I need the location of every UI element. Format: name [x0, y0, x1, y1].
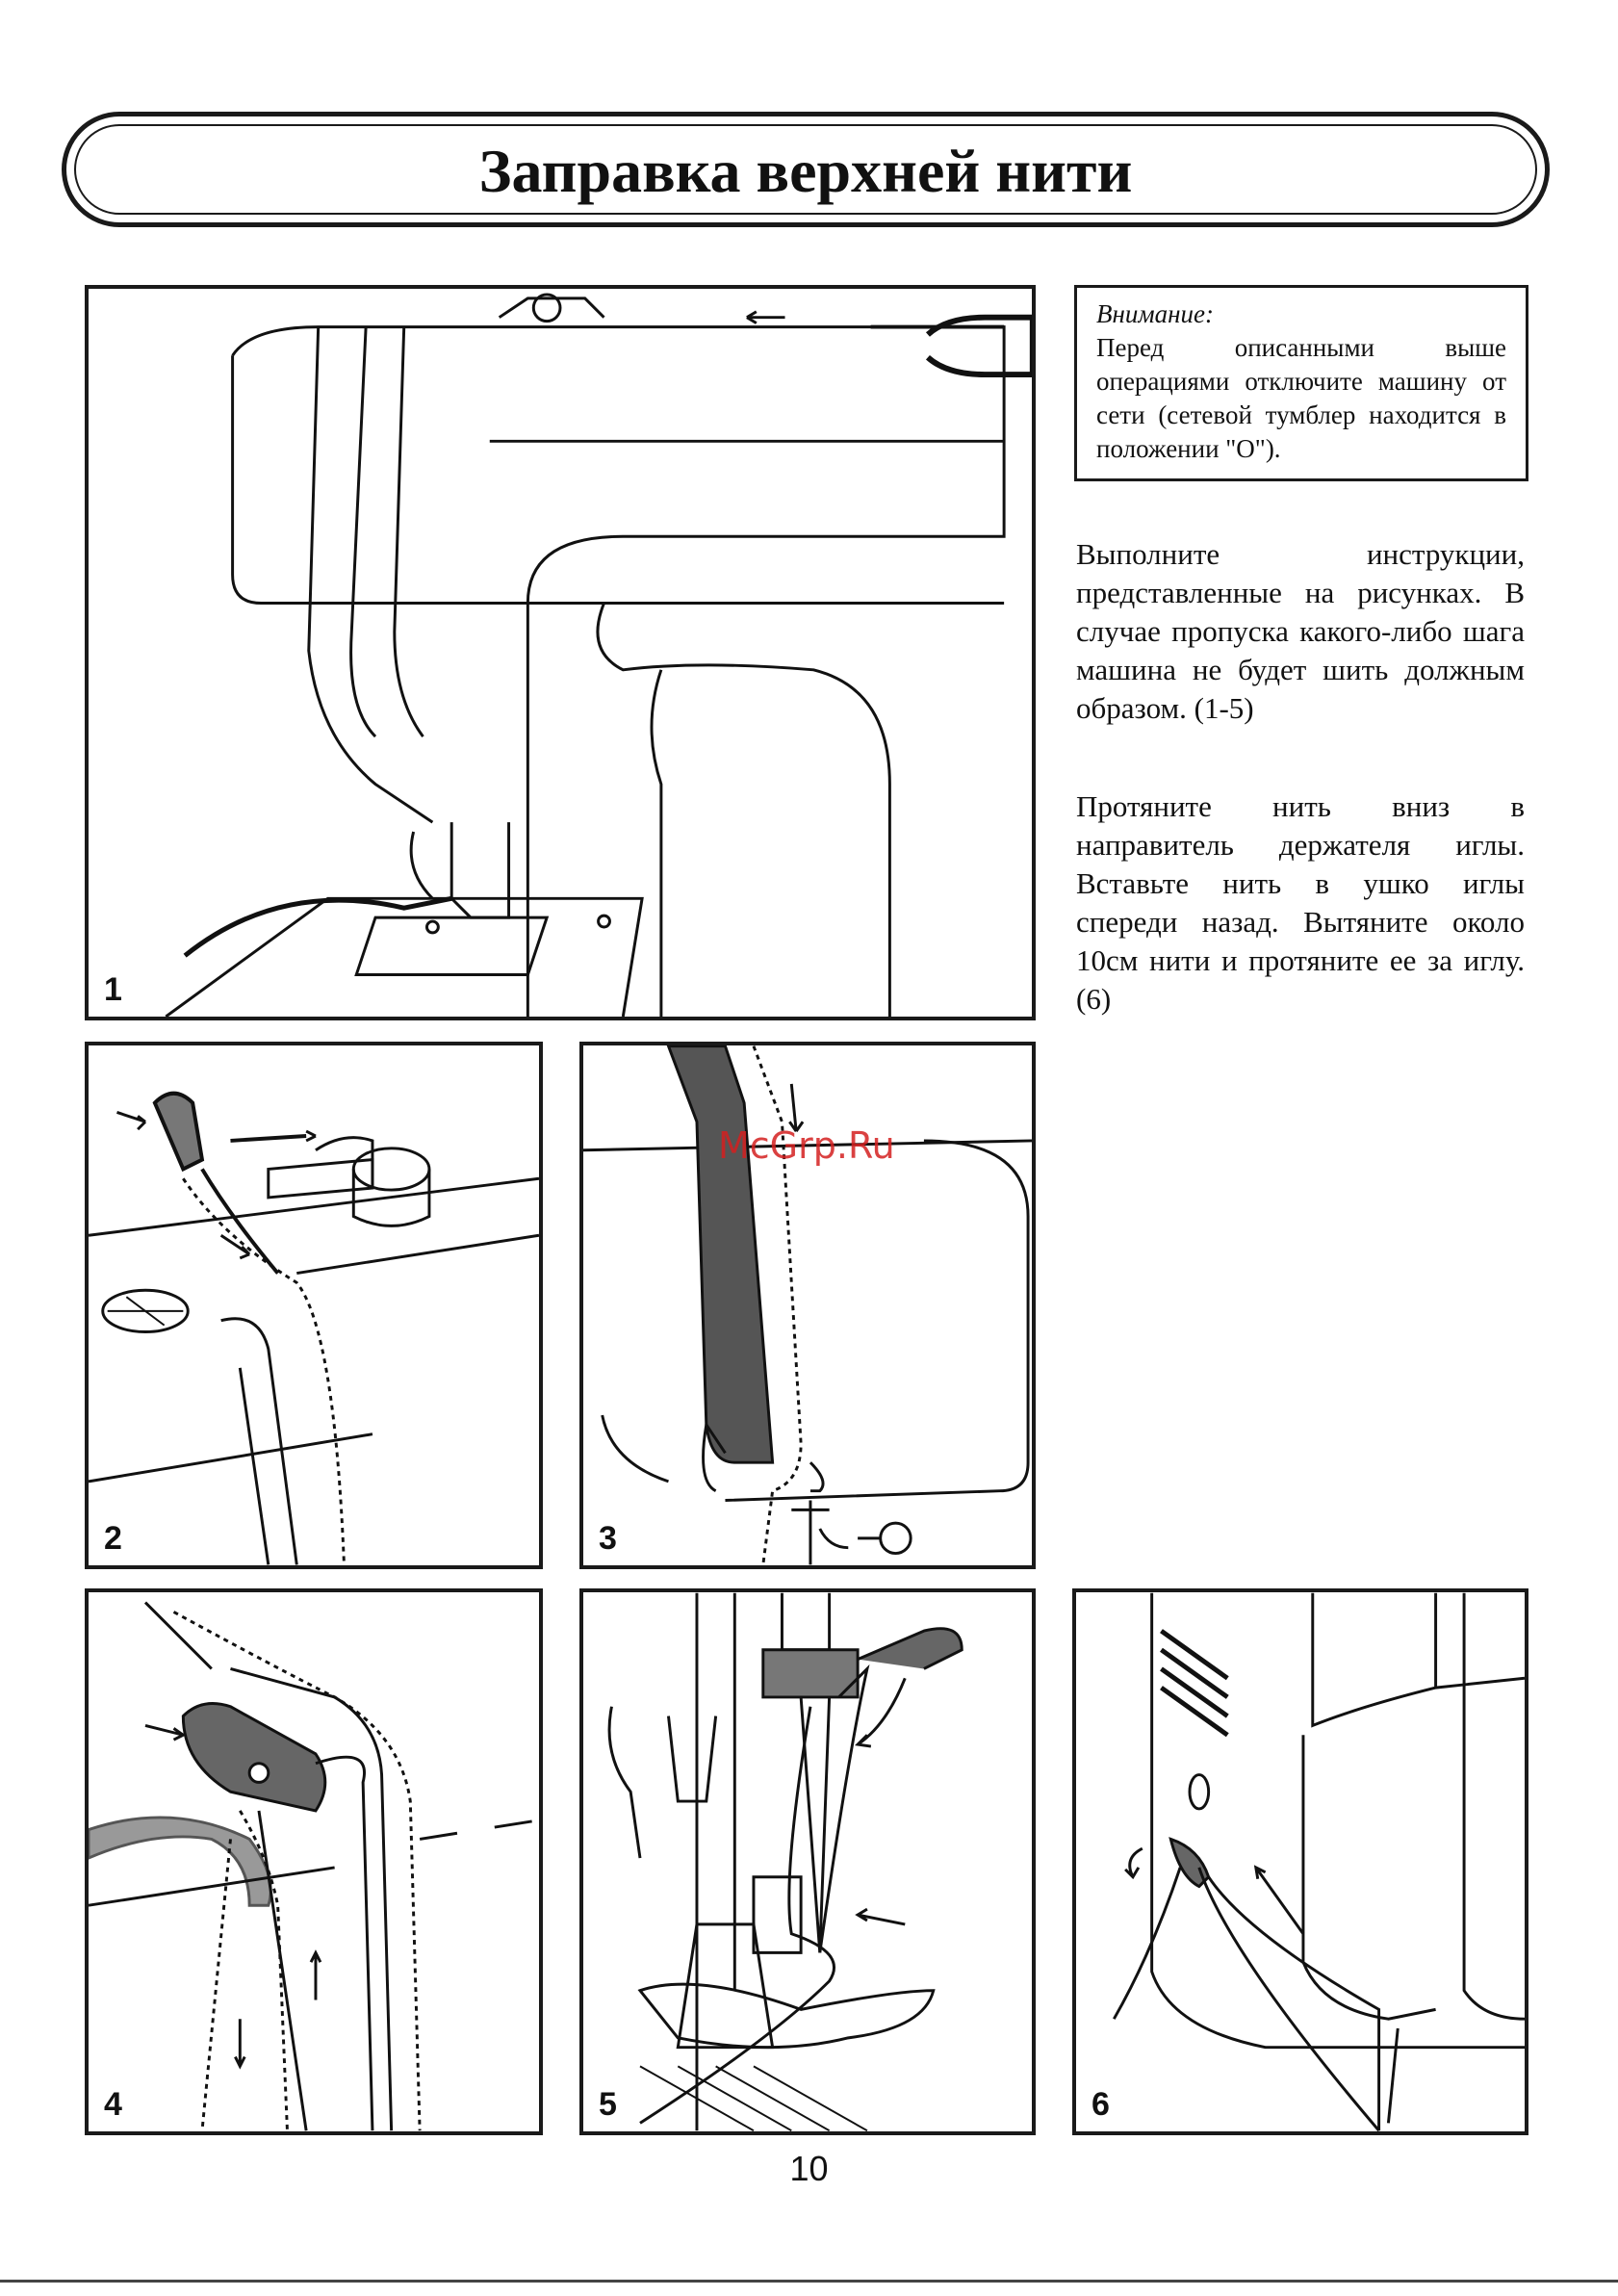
sewing-machine-threading-overview-icon: [165, 293, 1032, 1017]
page-title: Заправка верхней нити: [478, 137, 1133, 205]
figure-5: 5: [579, 1588, 1036, 2135]
take-up-lever-icon: [89, 1601, 539, 2131]
instruction-paragraph-1: Выполните инструкции, представленные на …: [1076, 537, 1525, 725]
figure-5-number: 5: [599, 2086, 617, 2123]
notice-body: Перед описанными выше операциями отключи…: [1096, 333, 1506, 463]
bottom-rule: [0, 2280, 1618, 2283]
figure-3: 3: [579, 1042, 1036, 1569]
figure-2: 2: [85, 1042, 543, 1569]
figure-3-number: 3: [599, 1520, 617, 1557]
figure-4: 4: [85, 1588, 543, 2135]
figure-2-number: 2: [104, 1520, 122, 1557]
thread-guide-spool-pin-icon: [89, 1091, 539, 1565]
figure-4-number: 4: [104, 2086, 122, 2123]
watermark: McGrp.Ru: [718, 1124, 895, 1167]
instruction-paragraph-2: Протяните нить вниз в направитель держат…: [1076, 789, 1525, 1016]
notice-box: Внимание: Перед описанными выше операция…: [1074, 285, 1528, 481]
figure-6-number: 6: [1092, 2086, 1110, 2123]
notice-heading: Внимание:: [1096, 299, 1214, 328]
figure-1-number: 1: [104, 971, 122, 1008]
tension-channel-u-turn-icon: [583, 1045, 1032, 1565]
needle-bar-guide-icon: [607, 1592, 963, 2131]
page-number: 10: [789, 2149, 829, 2188]
title-box: Заправка верхней нити: [62, 112, 1550, 227]
thread-cutter-icon: [1113, 1592, 1525, 2131]
figure-1: 1: [85, 285, 1036, 1020]
figure-6: 6: [1072, 1588, 1528, 2135]
